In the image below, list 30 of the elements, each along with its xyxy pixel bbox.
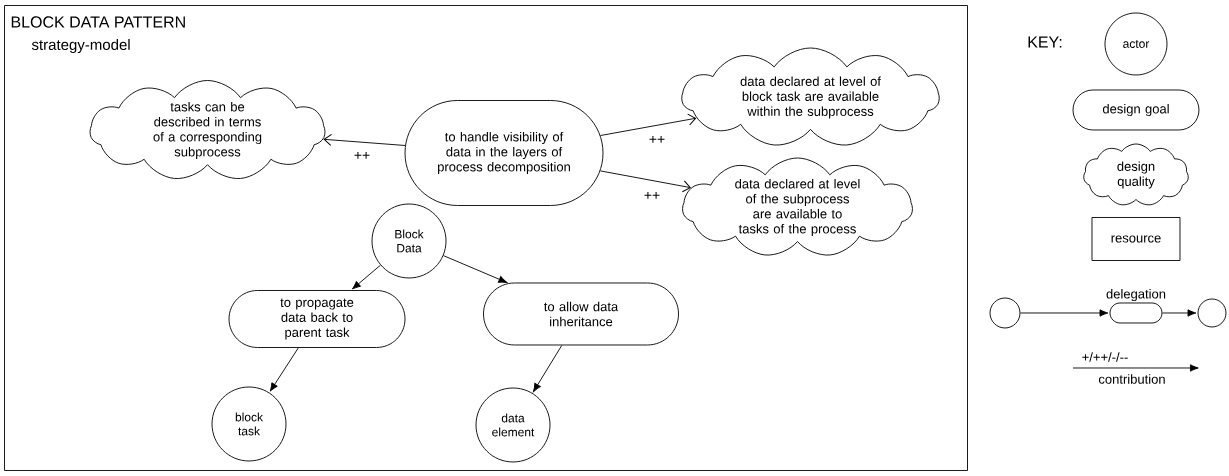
resource-box: resource [1091, 217, 1181, 261]
contribution-sign: +/++/-/-- [1082, 352, 1128, 362]
arrow [352, 264, 381, 290]
arrow [323, 133, 406, 146]
title: BLOCK DATA PATTERN [11, 16, 185, 28]
arrow [1020, 309, 1109, 317]
edge-label: ++ [644, 191, 660, 199]
edge-label: ++ [649, 135, 665, 143]
empty-circle [1197, 298, 1227, 328]
goal-box: to handle visibility of data in the layers of process decomposition [404, 100, 604, 206]
arrow [533, 345, 563, 392]
arrow [600, 113, 697, 136]
arrow [1162, 309, 1197, 317]
subtitle: strategy-model [31, 39, 130, 53]
quality-cloud: tasks can be described in terms of a corresponding subprocess [89, 80, 326, 179]
quality-cloud: data declared at level of the subprocess are available to tasks of the process [682, 157, 913, 256]
goal-box: to allow data inheritance [483, 282, 679, 346]
key-heading: KEY: [1028, 36, 1062, 48]
arrow [599, 170, 691, 193]
contribution-label: contribution [1098, 374, 1165, 384]
arrow [443, 255, 508, 283]
goal-box: design goal [1072, 89, 1200, 131]
edge-label: ++ [354, 151, 370, 159]
goal-box: to propagate data back to parent task [228, 290, 406, 348]
quality-cloud: data declared at level of block task are available within the subprocess [681, 47, 940, 146]
arrow [269, 347, 299, 392]
quality-cloud: design quality [1083, 143, 1189, 206]
node-label: delegation [1106, 288, 1166, 302]
delegation-box: delegation [1106, 288, 1166, 324]
empty-circle [989, 297, 1021, 329]
